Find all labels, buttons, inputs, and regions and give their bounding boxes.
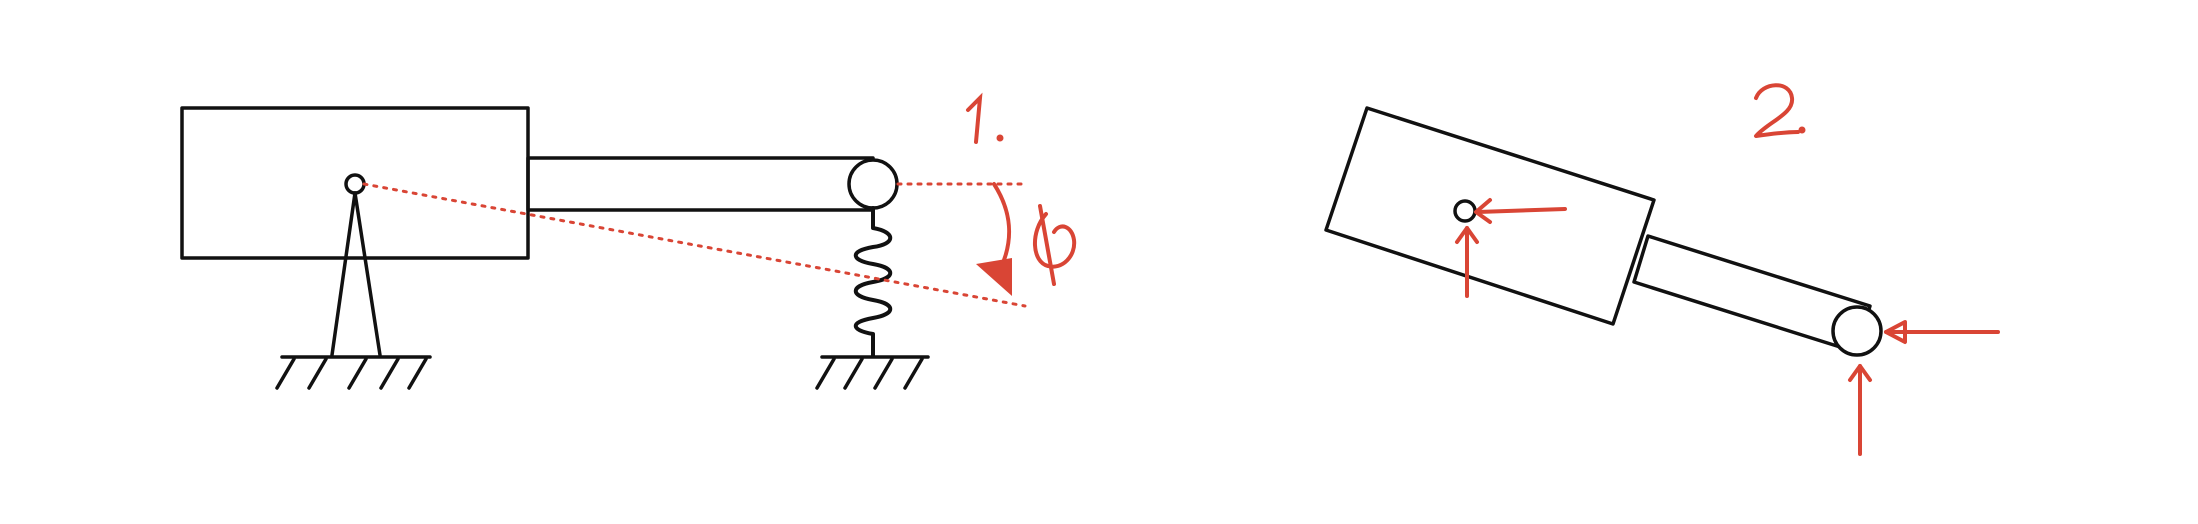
angle-arrowhead xyxy=(976,258,1012,296)
figure-1-structure xyxy=(180,106,930,390)
figure-1-annotations: 1. φ xyxy=(362,92,1077,308)
roller-force-vertical-arrow xyxy=(1848,364,1872,456)
label-phi: φ xyxy=(1032,204,1077,286)
figure-1: 1. φ xyxy=(180,92,1077,390)
figure-2-structure xyxy=(1324,106,1883,357)
pivot-force-vertical-arrow xyxy=(1455,226,1479,298)
rod-end-roller-rotated xyxy=(1831,305,1883,357)
figure-2: 2. xyxy=(1324,83,2000,456)
rod-end-roller xyxy=(847,158,899,210)
reference-line-tilted xyxy=(362,182,1027,308)
rod xyxy=(526,156,875,212)
ground-symbol-left xyxy=(275,355,432,390)
spring xyxy=(853,206,893,358)
label-1-text: 1. xyxy=(964,137,965,138)
angle-arc xyxy=(992,182,1012,272)
roller-force-horizontal-arrow xyxy=(1884,320,2000,344)
a-frame-support xyxy=(330,191,382,357)
label-1: 1. xyxy=(964,92,1004,144)
body-block-rotated xyxy=(1324,106,1656,326)
pivot-force-horizontal-arrow xyxy=(1474,198,1567,224)
pivot-pin xyxy=(344,173,366,195)
figure-2-annotations: 2. xyxy=(1455,83,2000,456)
label-2: 2. xyxy=(1754,83,1806,138)
ground-symbol-right xyxy=(815,355,930,390)
pivot-pin-rotated xyxy=(1453,199,1477,223)
